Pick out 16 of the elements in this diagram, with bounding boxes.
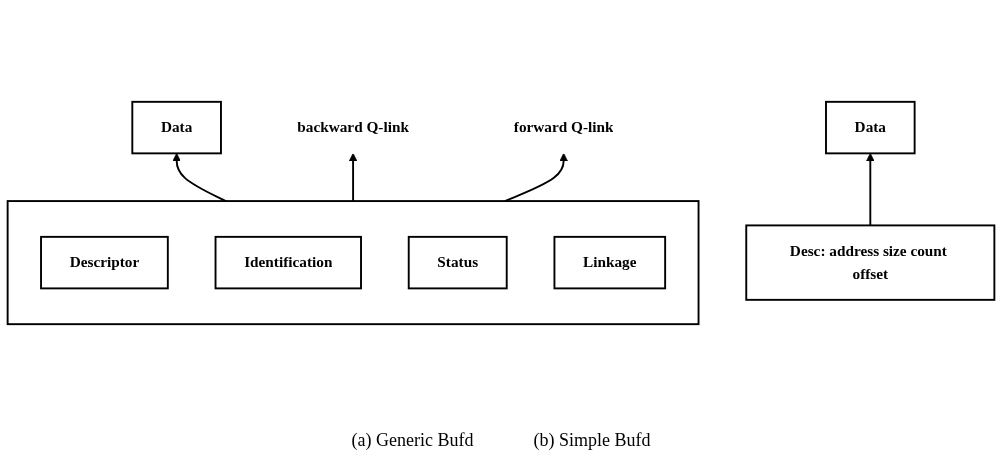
node-box: Data: [825, 100, 916, 155]
node-box: Linkage: [553, 235, 667, 290]
arrow: [866, 153, 875, 227]
node-box: Data: [131, 100, 222, 155]
arrow: [172, 153, 227, 203]
arrow: [503, 153, 568, 203]
node-text: forward Q-link: [513, 119, 614, 136]
figure-caption: (b) Simple Bufd: [533, 430, 651, 451]
node-box: Desc: address size count offset: [745, 224, 996, 301]
cluster: [6, 200, 700, 326]
figure-caption: (a) Generic Bufd: [351, 430, 474, 451]
arrow: [348, 153, 358, 203]
node-text: backward Q-link: [297, 119, 409, 136]
node-box: Descriptor: [40, 235, 169, 290]
node-box: Status: [407, 235, 508, 290]
node-box: Identification: [214, 235, 362, 290]
